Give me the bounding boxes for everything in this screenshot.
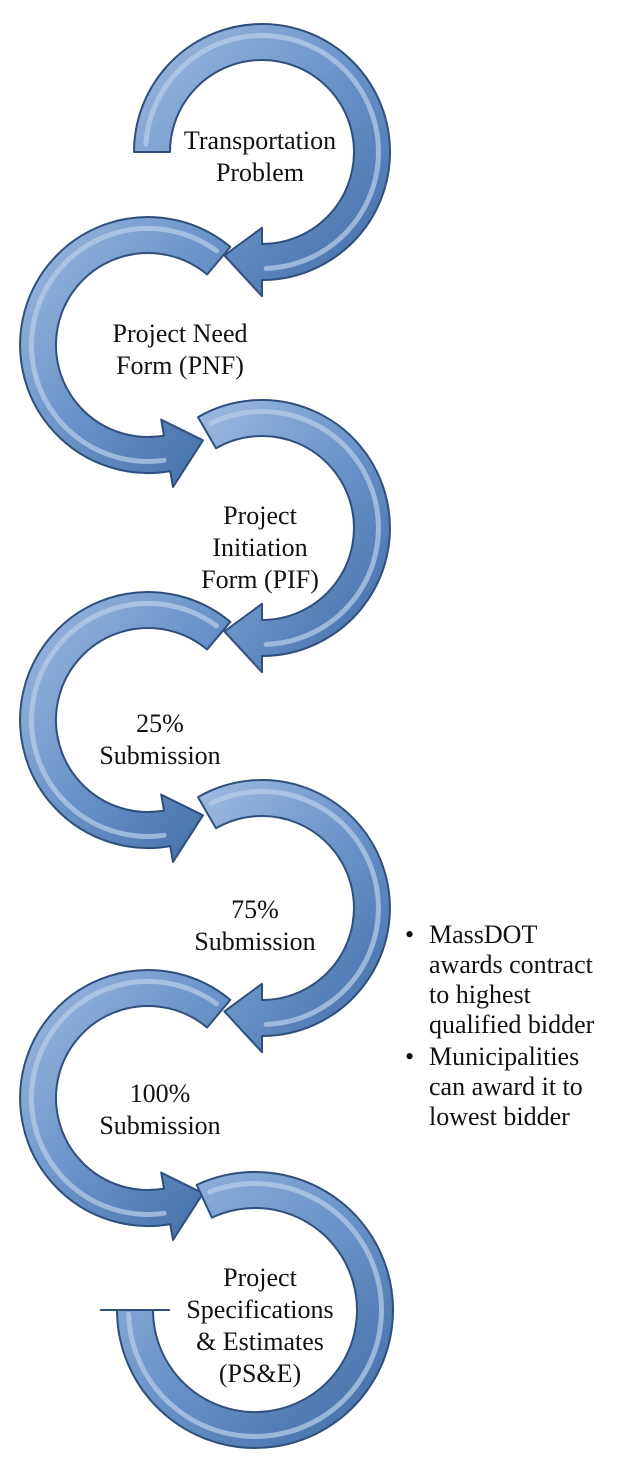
note-line: lowest bidder <box>429 1102 570 1131</box>
bullet-icon: • <box>405 920 415 949</box>
step-label-project-specifications-estimates: Project Specifications & Estimates (PS&E… <box>186 1263 334 1388</box>
note-item-municipalities: • Municipalities can award it to lowest … <box>405 1042 637 1132</box>
step-label-100-submission: 100% Submission <box>99 1079 221 1140</box>
arrow-100-submission-highlight <box>28 978 219 1217</box>
arrow-project-specifications-estimates-highlight <box>126 1181 384 1439</box>
step-label-project-need-form: Project Need Form (PNF) <box>112 319 248 380</box>
step-label-25-submission: 25% Submission <box>99 709 221 770</box>
bullet-icon: • <box>405 1042 415 1071</box>
award-notes-list: • MassDOT awards contract to highest qua… <box>405 920 637 1134</box>
step-label-project-initiation-form: Project Initiation Form (PIF) <box>201 501 319 594</box>
arrow-project-specifications-estimates <box>99 1170 394 1449</box>
arrow-transportation-problem <box>133 23 391 298</box>
note-line: to highest <box>429 980 531 1009</box>
arrow-project-need-form-highlight <box>28 225 219 464</box>
arrow-transportation-problem-highlight <box>143 33 381 271</box>
note-item-massdot: • MassDOT awards contract to highest qua… <box>405 920 637 1040</box>
arrow-project-need-form <box>19 216 232 488</box>
arrow-75-submission-highlight <box>208 789 381 1027</box>
arrow-25-submission-highlight <box>28 600 219 839</box>
note-line: can award it to <box>429 1072 583 1101</box>
note-line: Municipalities <box>429 1042 580 1071</box>
arrow-project-initiation-form-highlight <box>208 409 381 647</box>
arrow-75-submission <box>197 779 391 1054</box>
arrow-100-submission <box>19 969 232 1241</box>
note-line: qualified bidder <box>429 1010 595 1039</box>
arrow-project-initiation-form <box>197 399 391 674</box>
note-line: awards contract <box>429 950 593 979</box>
step-label-75-submission: 75% Submission <box>194 895 316 956</box>
step-label-transportation-problem: Transportation Problem <box>183 126 337 187</box>
note-line: MassDOT <box>429 920 538 949</box>
arrow-25-submission <box>19 591 232 863</box>
